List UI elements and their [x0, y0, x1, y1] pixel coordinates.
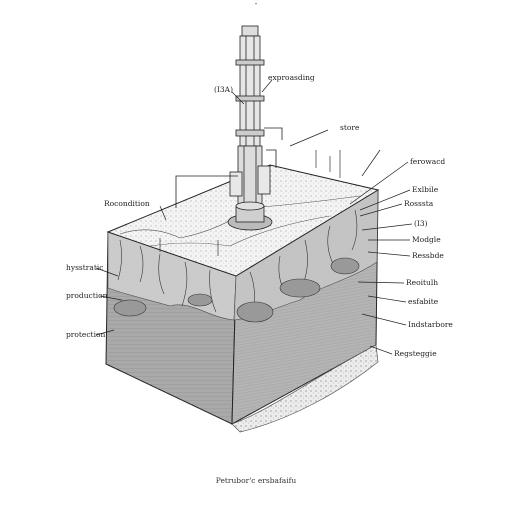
label-hysstratic: hysstratic: [66, 263, 103, 272]
label-right-6: Ressbde: [412, 251, 444, 260]
top-mark: -: [255, 0, 258, 8]
label-right-2: Exlbile: [412, 185, 439, 194]
label-protection: protection: [66, 330, 105, 339]
label-production: production: [66, 291, 108, 300]
label-right-9: Indstarbore: [408, 320, 453, 329]
label-rig-left: (I3A): [214, 85, 233, 94]
label-right-8: esfabite: [408, 297, 439, 306]
label-right-10: Regsteggie: [394, 349, 437, 358]
label-rocondition: Rocondition: [104, 199, 150, 208]
label-right-7: Reoitulh: [406, 278, 438, 287]
label-rig-mid: store: [340, 123, 360, 132]
label-right-4: (I3): [414, 219, 428, 228]
label-right-1: ferowacd: [410, 157, 445, 166]
diagram-caption: Petrubor'c ersbafaifu: [216, 476, 297, 485]
label-right-3: Rosssta: [404, 199, 434, 208]
label-right-5: Modgle: [412, 235, 441, 244]
label-rig-top: exproasding: [268, 73, 315, 82]
